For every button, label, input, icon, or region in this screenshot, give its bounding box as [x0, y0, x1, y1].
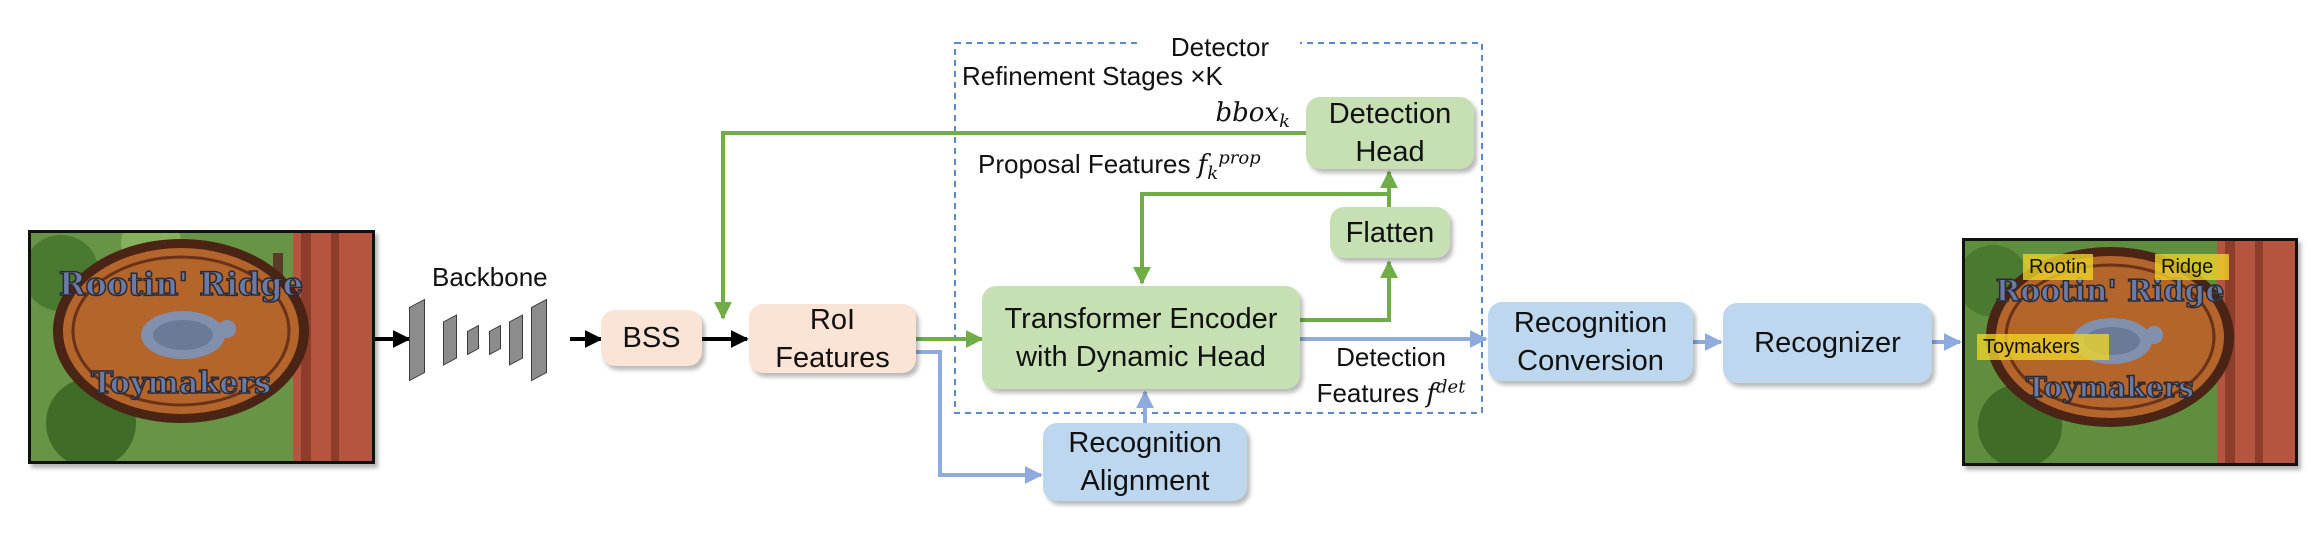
detection-result-toymakers: Toymakers [1977, 334, 2109, 360]
recognition-alignment-label-line2: Alignment [1080, 465, 1210, 497]
flatten-node: Flatten [1330, 207, 1450, 258]
recognizer-node: Recognizer [1723, 303, 1932, 383]
detection-features-text: Features [1316, 378, 1427, 408]
recognition-conversion-label-line1: Recognition [1513, 306, 1668, 339]
roi-features-label-line2: Features [775, 341, 890, 374]
detection-features-label: Detection Features fdet [1300, 339, 1482, 412]
recognition-conversion-label-line2: Conversion [1517, 344, 1664, 377]
output-image: Rootin' Ridge Toymakers Rootin Ridge Toy… [1962, 238, 2298, 466]
output-sign-illustration: Rootin' Ridge Toymakers [1965, 241, 2295, 463]
arrow-transformer-to-head [1300, 260, 1398, 322]
arrow-bbox-feedback [714, 131, 1306, 320]
bss-label: BSS [622, 322, 681, 354]
roi-features-label-line1: RoI [809, 303, 856, 336]
proposal-features-label: Proposal Features fkprop [978, 147, 1288, 185]
detection-features-superscript: det [1436, 376, 1466, 398]
bbox-label-base: bbox [1215, 98, 1280, 128]
backbone-layer [531, 298, 547, 382]
refinement-stages-label: Refinement Stages ×K [962, 61, 1223, 91]
proposal-features-symbol: f [1197, 150, 1208, 180]
proposal-features-text: Proposal Features [978, 149, 1198, 179]
arrow-proposal-features [1133, 192, 1389, 285]
bss-node: BSS [601, 310, 702, 366]
backbone-layer [443, 314, 457, 366]
proposal-features-superscript: prop [1218, 147, 1261, 169]
backbone-layer [409, 298, 425, 382]
detector-boundary [954, 42, 1483, 414]
transformer-label-line2: with Dynamic Head [1016, 340, 1266, 373]
proposal-features-subscript: k [1207, 163, 1219, 185]
output-sign-line2: Toymakers [2026, 371, 2194, 404]
backbone-label: Backbone [432, 262, 548, 292]
detection-head-label-line1: Detection [1328, 98, 1452, 130]
input-sign-line1: Rootin' Ridge [59, 265, 303, 303]
bbox-label: bboxk [1200, 97, 1290, 133]
input-image: Rootin' Ridge Toymakers [28, 230, 375, 464]
flatten-label: Flatten [1345, 216, 1435, 249]
detector-title: Detector [1140, 31, 1300, 63]
detection-features-line1: Detection [1336, 342, 1446, 372]
detection-head-label-line2: Head [1355, 136, 1425, 168]
arrow-roi-to-alignment [916, 350, 1043, 484]
input-sign-line2: Toymakers [91, 366, 271, 401]
detection-head-node: Detection Head [1306, 97, 1474, 169]
transformer-label-line1: Transformer Encoder [1004, 302, 1278, 335]
detection-features-line2: Features fdet [1300, 375, 1482, 412]
recognition-alignment-label-line1: Recognition [1068, 427, 1222, 459]
detection-result-rootin: Rootin [2023, 254, 2093, 280]
input-sign-illustration: Rootin' Ridge Toymakers [31, 233, 372, 461]
recognition-alignment-node: Recognition Alignment [1043, 423, 1247, 501]
recognizer-label: Recognizer [1754, 327, 1901, 359]
backbone-layer [509, 314, 523, 366]
roi-features-node: RoI Features [749, 303, 916, 374]
bbox-label-subscript: k [1279, 111, 1290, 133]
recognition-conversion-node: Recognition Conversion [1488, 302, 1693, 381]
detection-features-symbol: f [1426, 379, 1437, 409]
detection-result-ridge: Ridge [2155, 254, 2229, 280]
transformer-encoder-node: Transformer Encoder with Dynamic Head [982, 286, 1300, 389]
